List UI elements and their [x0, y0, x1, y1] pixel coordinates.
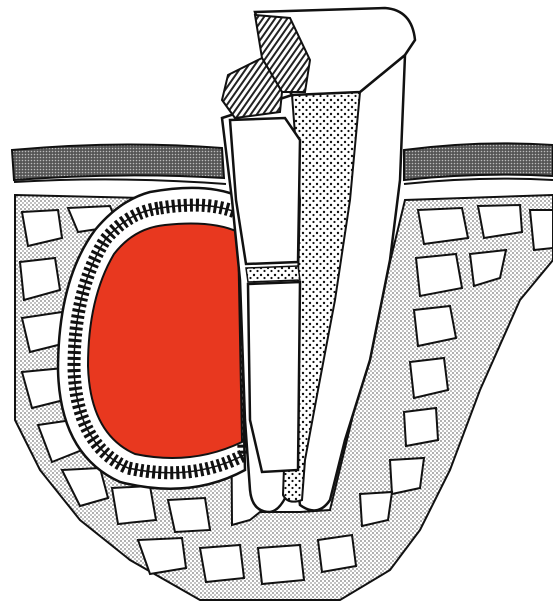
cyst-lumen	[88, 224, 242, 458]
